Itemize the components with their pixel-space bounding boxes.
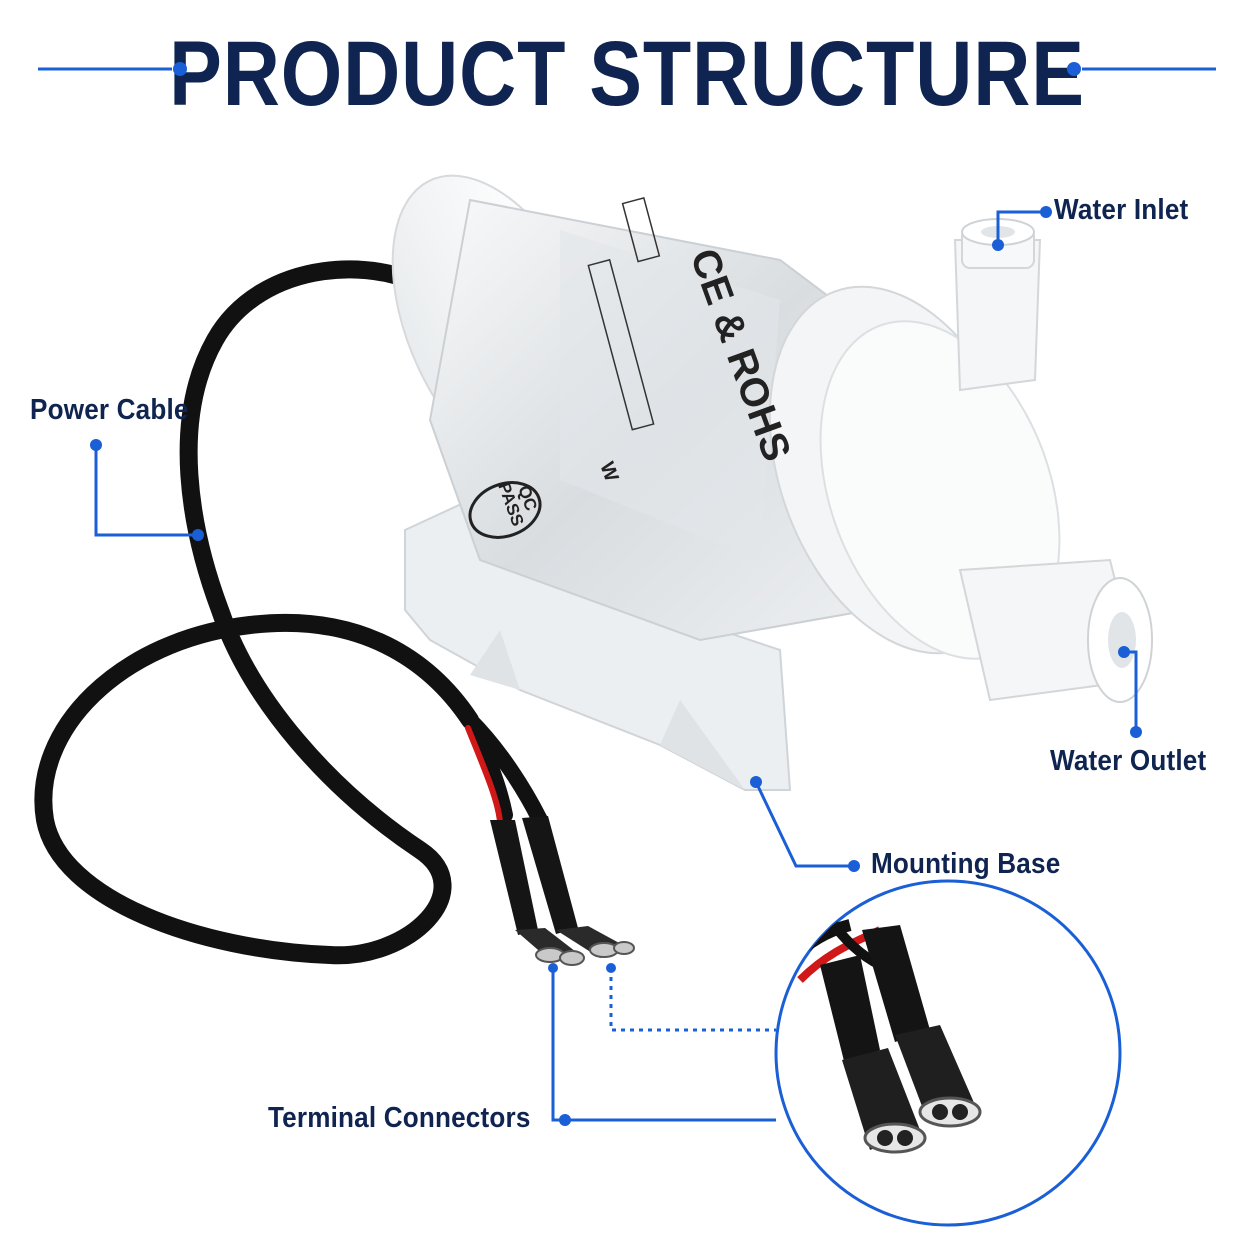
number-grid-icon [587, 196, 661, 431]
power-cable-label: Power Cable [30, 394, 189, 426]
terminal-connectors-dashed-leader [609, 968, 776, 1032]
pump-body [428, 198, 902, 642]
callout-lines [94, 210, 1138, 1122]
terminal-connectors-label: Terminal Connectors [268, 1102, 531, 1134]
cable-terminals [490, 816, 635, 966]
callout-dots [90, 206, 1142, 1126]
pump-base [404, 498, 792, 791]
terminal-connectors-leader [551, 968, 565, 1122]
lead-wires [465, 722, 539, 826]
qc-stamp-icon [468, 481, 542, 539]
connector-zoom-inset [774, 879, 1122, 1227]
page-title: PRODUCT STRUCTURE [169, 23, 1085, 125]
title-decoration [38, 62, 1216, 76]
water-inlet-label: Water Inlet [1054, 194, 1189, 226]
power-cable-leader [94, 445, 198, 537]
water-inlet-leader [996, 210, 1046, 245]
mounting-base-leader [754, 781, 850, 868]
mounting-base-label: Mounting Base [871, 848, 1061, 880]
water-outlet-nozzle [958, 558, 1153, 703]
water-outlet-label: Water Outlet [1050, 745, 1207, 777]
